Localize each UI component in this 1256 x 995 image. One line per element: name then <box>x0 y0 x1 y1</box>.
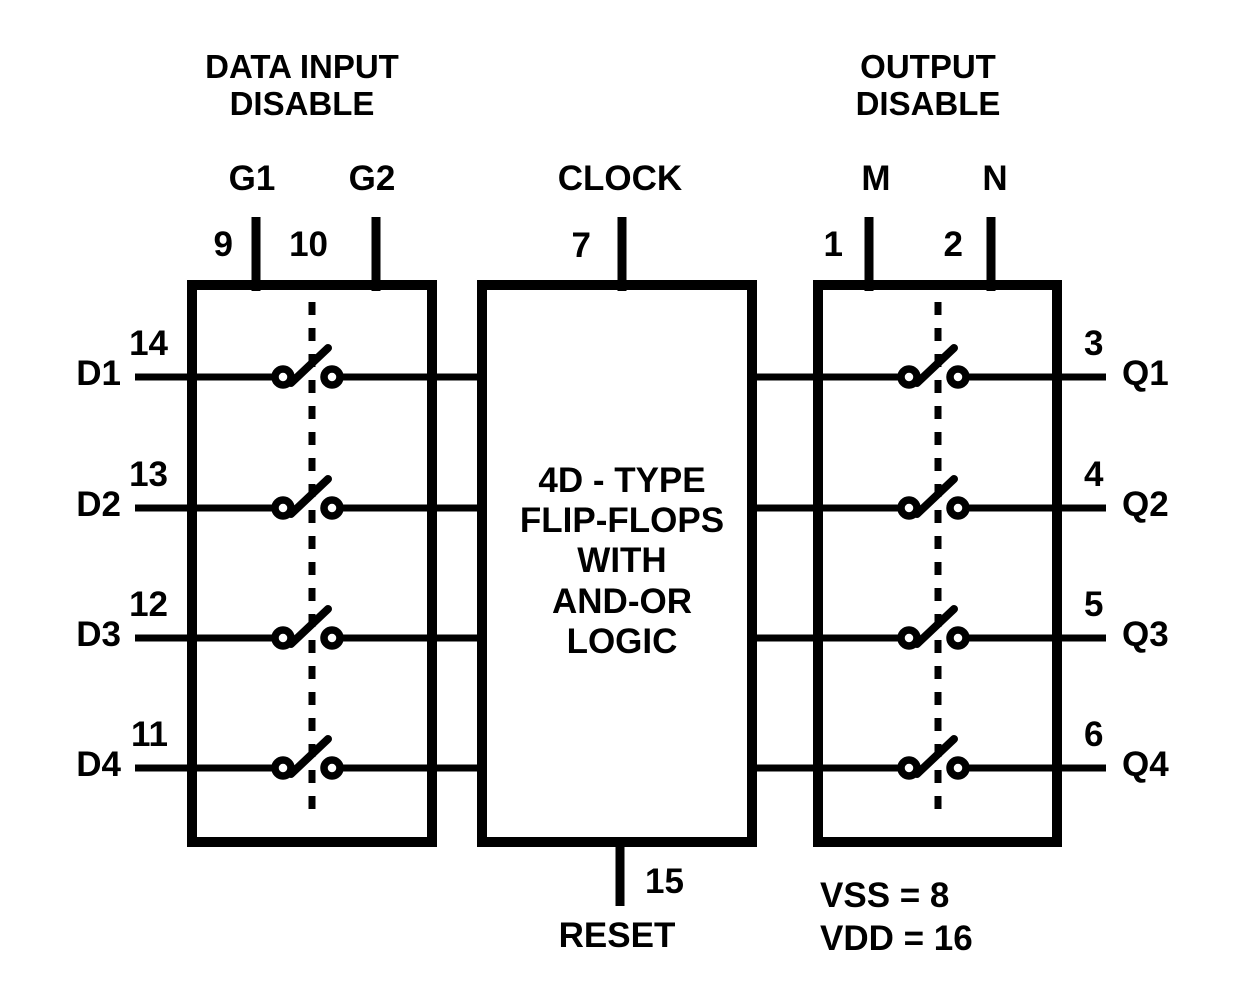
switch-contact-right <box>320 365 344 389</box>
flip-flop-body-line3: WITH <box>577 541 666 580</box>
switch-blade <box>913 475 958 518</box>
flip-flop-body-line2: FLIP-FLOPS <box>520 501 724 540</box>
switch-blade <box>287 735 332 778</box>
input-row-d1: 14 D1 <box>76 324 487 393</box>
data-input-disable-block: DATA INPUT DISABLE G1 G2 9 10 14 D1 13 <box>76 48 487 847</box>
flip-flop-block: CLOCK 7 4D - TYPE FLIP-FLOPS WITH AND-OR… <box>477 159 757 955</box>
spst-switch-icon <box>271 605 344 650</box>
d1-signal-label: D1 <box>76 354 121 393</box>
q3-signal-label: Q3 <box>1122 615 1169 654</box>
gate-g2-pin: 10 <box>289 225 328 264</box>
q1-pin-number: 3 <box>1084 324 1103 363</box>
switch-contact-right <box>946 496 970 520</box>
switch-blade <box>913 344 958 387</box>
q2-pin-number: 4 <box>1084 455 1104 494</box>
switch-contact-left <box>897 496 921 520</box>
gate-m-label: M <box>861 159 890 198</box>
switch-blade <box>287 475 332 518</box>
gate-n-pin: 2 <box>944 225 963 264</box>
d2-pin-number: 13 <box>129 455 168 494</box>
switch-contact-left <box>271 365 295 389</box>
spst-switch-icon <box>897 605 970 650</box>
switch-contact-right <box>946 626 970 650</box>
switch-contact-left <box>897 626 921 650</box>
spst-switch-icon <box>897 344 970 389</box>
gate-g2-label: G2 <box>349 159 396 198</box>
q4-signal-label: Q4 <box>1122 745 1169 784</box>
switch-blade <box>287 605 332 648</box>
power-pin-notes: VSS = 8 VDD = 16 <box>820 876 973 958</box>
vss-pin-note: VSS = 8 <box>820 876 949 915</box>
switch-contact-right <box>320 496 344 520</box>
output-block-outline <box>813 280 1062 847</box>
input-row-d2: 13 D2 <box>76 455 487 524</box>
gate-n-label: N <box>982 159 1007 198</box>
d3-signal-label: D3 <box>76 615 121 654</box>
switch-contact-left <box>271 756 295 780</box>
switch-blade <box>913 605 958 648</box>
output-row-q3: 5 Q3 <box>751 585 1169 654</box>
gate-g1-label: G1 <box>229 159 276 198</box>
flip-flop-body-line5: LOGIC <box>567 622 678 661</box>
output-row-q2: 4 Q2 <box>751 455 1169 524</box>
switch-contact-right <box>946 756 970 780</box>
output-disable-block: OUTPUT DISABLE M N 1 2 3 Q1 <box>751 48 1169 847</box>
spst-switch-icon <box>271 344 344 389</box>
switch-blade <box>913 735 958 778</box>
spst-switch-icon <box>271 475 344 520</box>
q2-signal-label: Q2 <box>1122 485 1169 524</box>
output-row-q4: 6 Q4 <box>751 715 1169 784</box>
vdd-pin-note: VDD = 16 <box>820 919 973 958</box>
flip-flop-body-line1: 4D - TYPE <box>538 461 705 500</box>
output-row-q1: 3 Q1 <box>751 324 1169 393</box>
q1-signal-label: Q1 <box>1122 354 1169 393</box>
output-block-heading-line2: DISABLE <box>856 85 1001 122</box>
gate-m-pin: 1 <box>824 225 843 264</box>
d3-pin-number: 12 <box>129 585 168 624</box>
input-row-d4: 11 D4 <box>76 715 487 784</box>
switch-blade <box>287 344 332 387</box>
input-block-heading-line1: DATA INPUT <box>205 48 399 85</box>
clock-label: CLOCK <box>558 159 682 198</box>
spst-switch-icon <box>271 735 344 780</box>
switch-contact-right <box>320 626 344 650</box>
spst-switch-icon <box>897 475 970 520</box>
d1-pin-number: 14 <box>129 324 168 363</box>
clock-pin: 7 <box>572 226 591 265</box>
d2-signal-label: D2 <box>76 485 121 524</box>
input-row-d3: 12 D3 <box>76 585 487 654</box>
switch-contact-left <box>271 626 295 650</box>
flip-flop-body-line4: AND-OR <box>552 582 692 621</box>
switch-contact-left <box>897 365 921 389</box>
output-block-heading-line1: OUTPUT <box>860 48 996 85</box>
q4-pin-number: 6 <box>1084 715 1103 754</box>
d4-pin-number: 11 <box>131 715 168 754</box>
d4-signal-label: D4 <box>76 745 121 784</box>
switch-contact-left <box>897 756 921 780</box>
reset-pin: 15 <box>645 862 684 901</box>
q3-pin-number: 5 <box>1084 585 1103 624</box>
switch-contact-right <box>946 365 970 389</box>
switch-contact-right <box>320 756 344 780</box>
input-block-outline <box>187 280 437 847</box>
spst-switch-icon <box>897 735 970 780</box>
reset-label: RESET <box>559 916 676 955</box>
gate-g1-pin: 9 <box>214 225 233 264</box>
input-block-heading-line2: DISABLE <box>230 85 375 122</box>
switch-contact-left <box>271 496 295 520</box>
